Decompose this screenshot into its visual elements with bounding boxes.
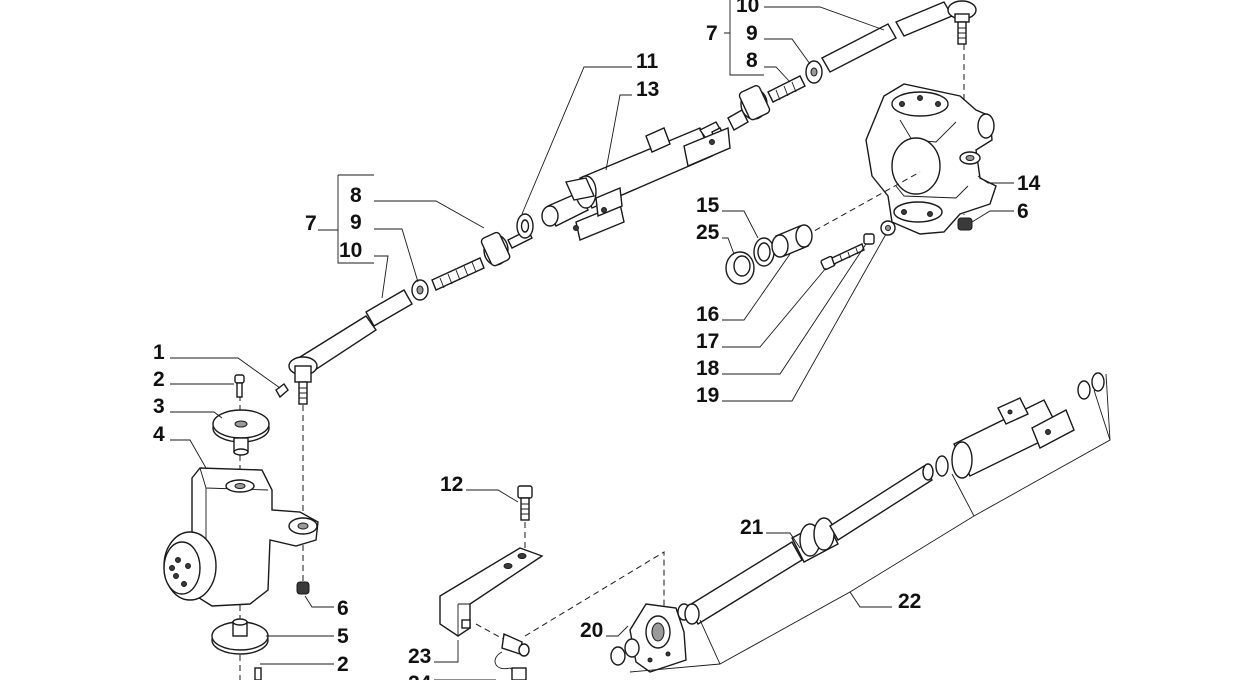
- part-23-bracket: [439, 547, 544, 637]
- part-9-locknut-right: [805, 60, 823, 84]
- part-4-steering-knuckle: [163, 467, 319, 607]
- callout-3: 3: [153, 395, 165, 418]
- callout-6-right: 6: [1017, 200, 1029, 223]
- callout-25: 25: [696, 221, 720, 244]
- part-11-washer: [516, 213, 534, 239]
- left-knuckle-assembly: [163, 374, 319, 680]
- part-20-housing: [610, 603, 691, 673]
- part-8-adjuster-right: [727, 75, 806, 131]
- callout-9-right: 9: [746, 22, 758, 45]
- part-2-bolt-bottom: [254, 667, 262, 680]
- callout-5: 5: [337, 625, 349, 648]
- part-14-steering-knuckle-right: [865, 83, 997, 235]
- callout-14: 14: [1017, 172, 1041, 195]
- callout-1: 1: [153, 341, 165, 364]
- part-15-ring: [753, 237, 775, 267]
- callout-19: 19: [696, 384, 719, 407]
- part-25-seal: [725, 251, 755, 285]
- left-tie-rod: [288, 213, 534, 405]
- callout-18: 18: [696, 357, 720, 380]
- callout-13: 13: [636, 78, 659, 101]
- callout-2-bottom: 2: [337, 653, 349, 676]
- right-tie-rod-end: [894, 0, 977, 45]
- part-21-piston-rod: [684, 463, 934, 625]
- callout-8-left: 8: [350, 184, 362, 207]
- right-tie-rod: [727, 0, 977, 215]
- part-3-upper-cap: [212, 409, 270, 456]
- callout-10-right: 10: [736, 0, 759, 17]
- callout-2-top: 2: [153, 368, 165, 391]
- callout-numbers: 1 2 3 4 6 5 2 7 8 9 10 11 13 7 10 9 8 14…: [153, 0, 1041, 680]
- callout-12: 12: [440, 473, 463, 496]
- callout-17: 17: [696, 330, 719, 353]
- callout-24: 24: [408, 672, 432, 680]
- part-17-bolt: [820, 243, 865, 271]
- part-18-nut: [863, 233, 875, 245]
- callout-7-right: 7: [706, 22, 718, 45]
- lower-cylinder-group: [610, 372, 1105, 673]
- leader-lines: [170, 0, 1111, 680]
- part-19-spacer: [880, 220, 896, 236]
- callout-7-left: 7: [305, 212, 317, 235]
- callout-23: 23: [408, 645, 431, 668]
- bushing-group: [725, 171, 921, 285]
- part-24-sensor: [494, 632, 530, 680]
- callout-20: 20: [580, 619, 603, 642]
- callout-10-left: 10: [339, 239, 362, 262]
- part-16-bushing: [771, 224, 813, 258]
- callout-16: 16: [696, 303, 719, 326]
- callout-9-left: 9: [350, 211, 362, 234]
- part-6-nut-left: [296, 581, 310, 595]
- part-12-bolt: [517, 485, 533, 521]
- callout-8-right: 8: [746, 49, 758, 72]
- part-9-locknut-left: [411, 279, 429, 301]
- left-tie-rod-end: [288, 315, 377, 405]
- lower-bracket-group: [439, 485, 665, 680]
- part-6-nut-right: [957, 217, 973, 231]
- callout-11: 11: [636, 50, 659, 73]
- callout-22: 22: [898, 590, 921, 613]
- lower-cylinder-barrel: [935, 372, 1105, 479]
- callout-15: 15: [696, 194, 720, 217]
- callout-4: 4: [153, 423, 165, 446]
- part-5-lower-cap: [211, 618, 269, 655]
- part-1-grease-fitting: [275, 382, 289, 399]
- callout-6-left: 6: [337, 597, 349, 620]
- part-10-tube-right: [821, 23, 897, 73]
- callout-21: 21: [740, 516, 764, 539]
- part-2-bolt-top: [234, 374, 245, 398]
- part-13-steering-cylinder: [541, 121, 731, 241]
- part-10-tube-left: [365, 289, 413, 327]
- part-8-adjuster-left: [431, 229, 533, 291]
